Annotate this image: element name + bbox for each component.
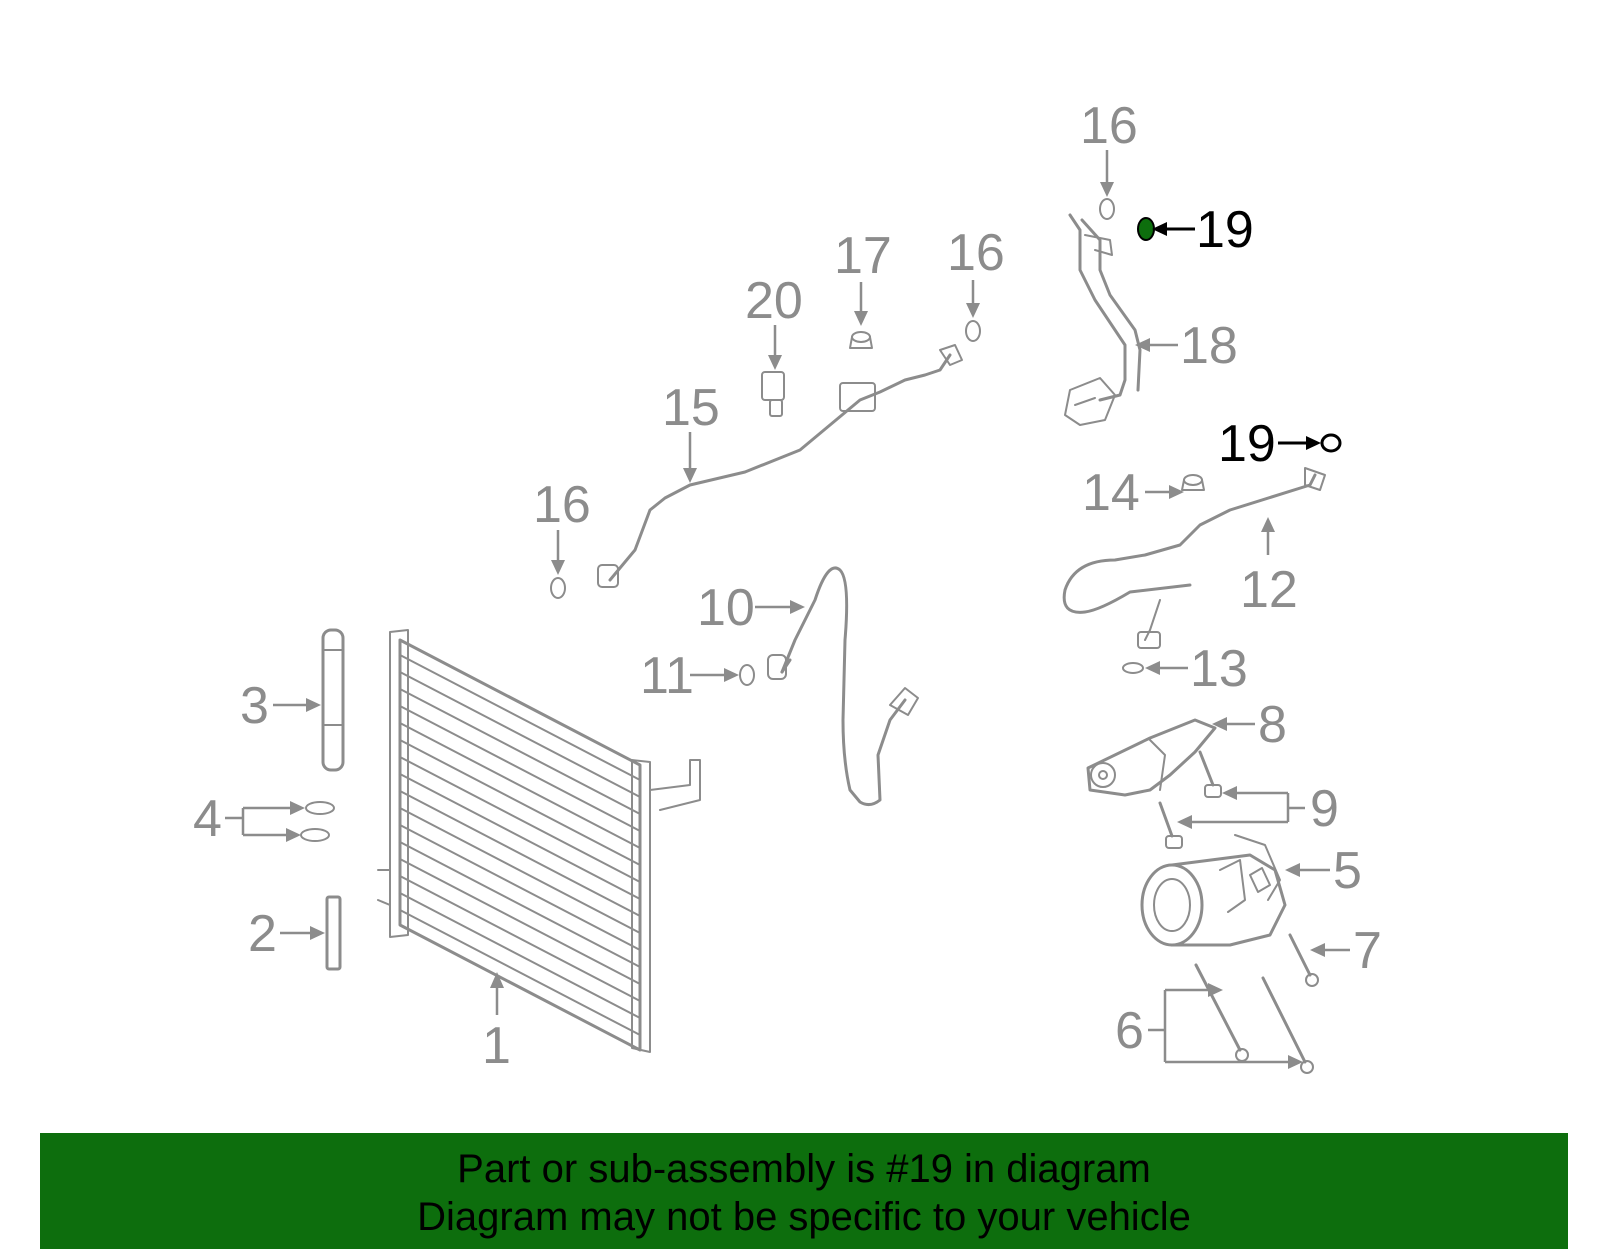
bracket-part-8 bbox=[1086, 718, 1217, 797]
callout-13: 13 bbox=[1190, 640, 1248, 698]
callout-16-left: 16 bbox=[533, 476, 591, 534]
callout-12: 12 bbox=[1240, 561, 1298, 619]
callout-16-middle: 16 bbox=[947, 224, 1005, 282]
banner-line-disclaimer: Diagram may not be specific to your vehi… bbox=[417, 1195, 1191, 1239]
o-rings-part-16 bbox=[550, 198, 1115, 599]
callout-20: 20 bbox=[745, 272, 803, 330]
callout-8: 8 bbox=[1258, 696, 1287, 754]
callout-labels: 1 2 3 4 5 6 7 8 9 10 11 12 13 14 15 16 1… bbox=[193, 97, 1382, 1075]
callout-10: 10 bbox=[697, 579, 755, 637]
callout-16-top: 16 bbox=[1080, 97, 1138, 155]
callout-19-top: 19 bbox=[1196, 201, 1254, 259]
callout-14: 14 bbox=[1082, 464, 1140, 522]
callout-19-right: 19 bbox=[1218, 415, 1276, 473]
valve-cap-part-14 bbox=[1181, 474, 1205, 491]
o-ring-part-13 bbox=[1122, 662, 1144, 674]
line-assembly-part-15 bbox=[597, 344, 963, 588]
callout-3: 3 bbox=[240, 677, 269, 735]
hose-part-10 bbox=[767, 566, 919, 807]
o-ring-part-11 bbox=[739, 664, 755, 686]
bolt-part-7 bbox=[1288, 933, 1319, 987]
callout-18: 18 bbox=[1180, 317, 1238, 375]
callout-2: 2 bbox=[248, 905, 277, 963]
info-banner: Part or sub-assembly is #19 in diagram D… bbox=[40, 1133, 1568, 1249]
desiccant-part-2 bbox=[325, 895, 342, 971]
hose-part-12 bbox=[1062, 467, 1326, 649]
callout-15: 15 bbox=[662, 379, 720, 437]
compressor-part-5 bbox=[1140, 834, 1287, 947]
callout-17: 17 bbox=[834, 227, 892, 285]
bolts-part-9 bbox=[1158, 750, 1222, 849]
valve-cap-part-17 bbox=[849, 331, 873, 349]
callout-7: 7 bbox=[1353, 922, 1382, 980]
condenser-part-1 bbox=[377, 629, 701, 1053]
o-ring-part-19 bbox=[1320, 433, 1342, 453]
callout-1: 1 bbox=[482, 1017, 511, 1075]
pressure-switch-part-20 bbox=[761, 371, 785, 417]
callout-5: 5 bbox=[1333, 842, 1362, 900]
callout-11: 11 bbox=[640, 647, 694, 705]
callout-6: 6 bbox=[1115, 1002, 1144, 1060]
leader-arrows bbox=[225, 150, 1350, 1069]
callout-4: 4 bbox=[193, 790, 222, 848]
line-assembly-part-18 bbox=[1064, 213, 1142, 426]
banner-line-part-info: Part or sub-assembly is #19 in diagram bbox=[457, 1147, 1151, 1191]
receiver-drier-part-3 bbox=[321, 628, 345, 772]
o-ring-part-19-highlighted bbox=[1137, 217, 1155, 241]
o-rings-part-4 bbox=[300, 801, 335, 842]
long-bolts-part-6 bbox=[1194, 963, 1314, 1074]
callout-9: 9 bbox=[1310, 780, 1339, 838]
